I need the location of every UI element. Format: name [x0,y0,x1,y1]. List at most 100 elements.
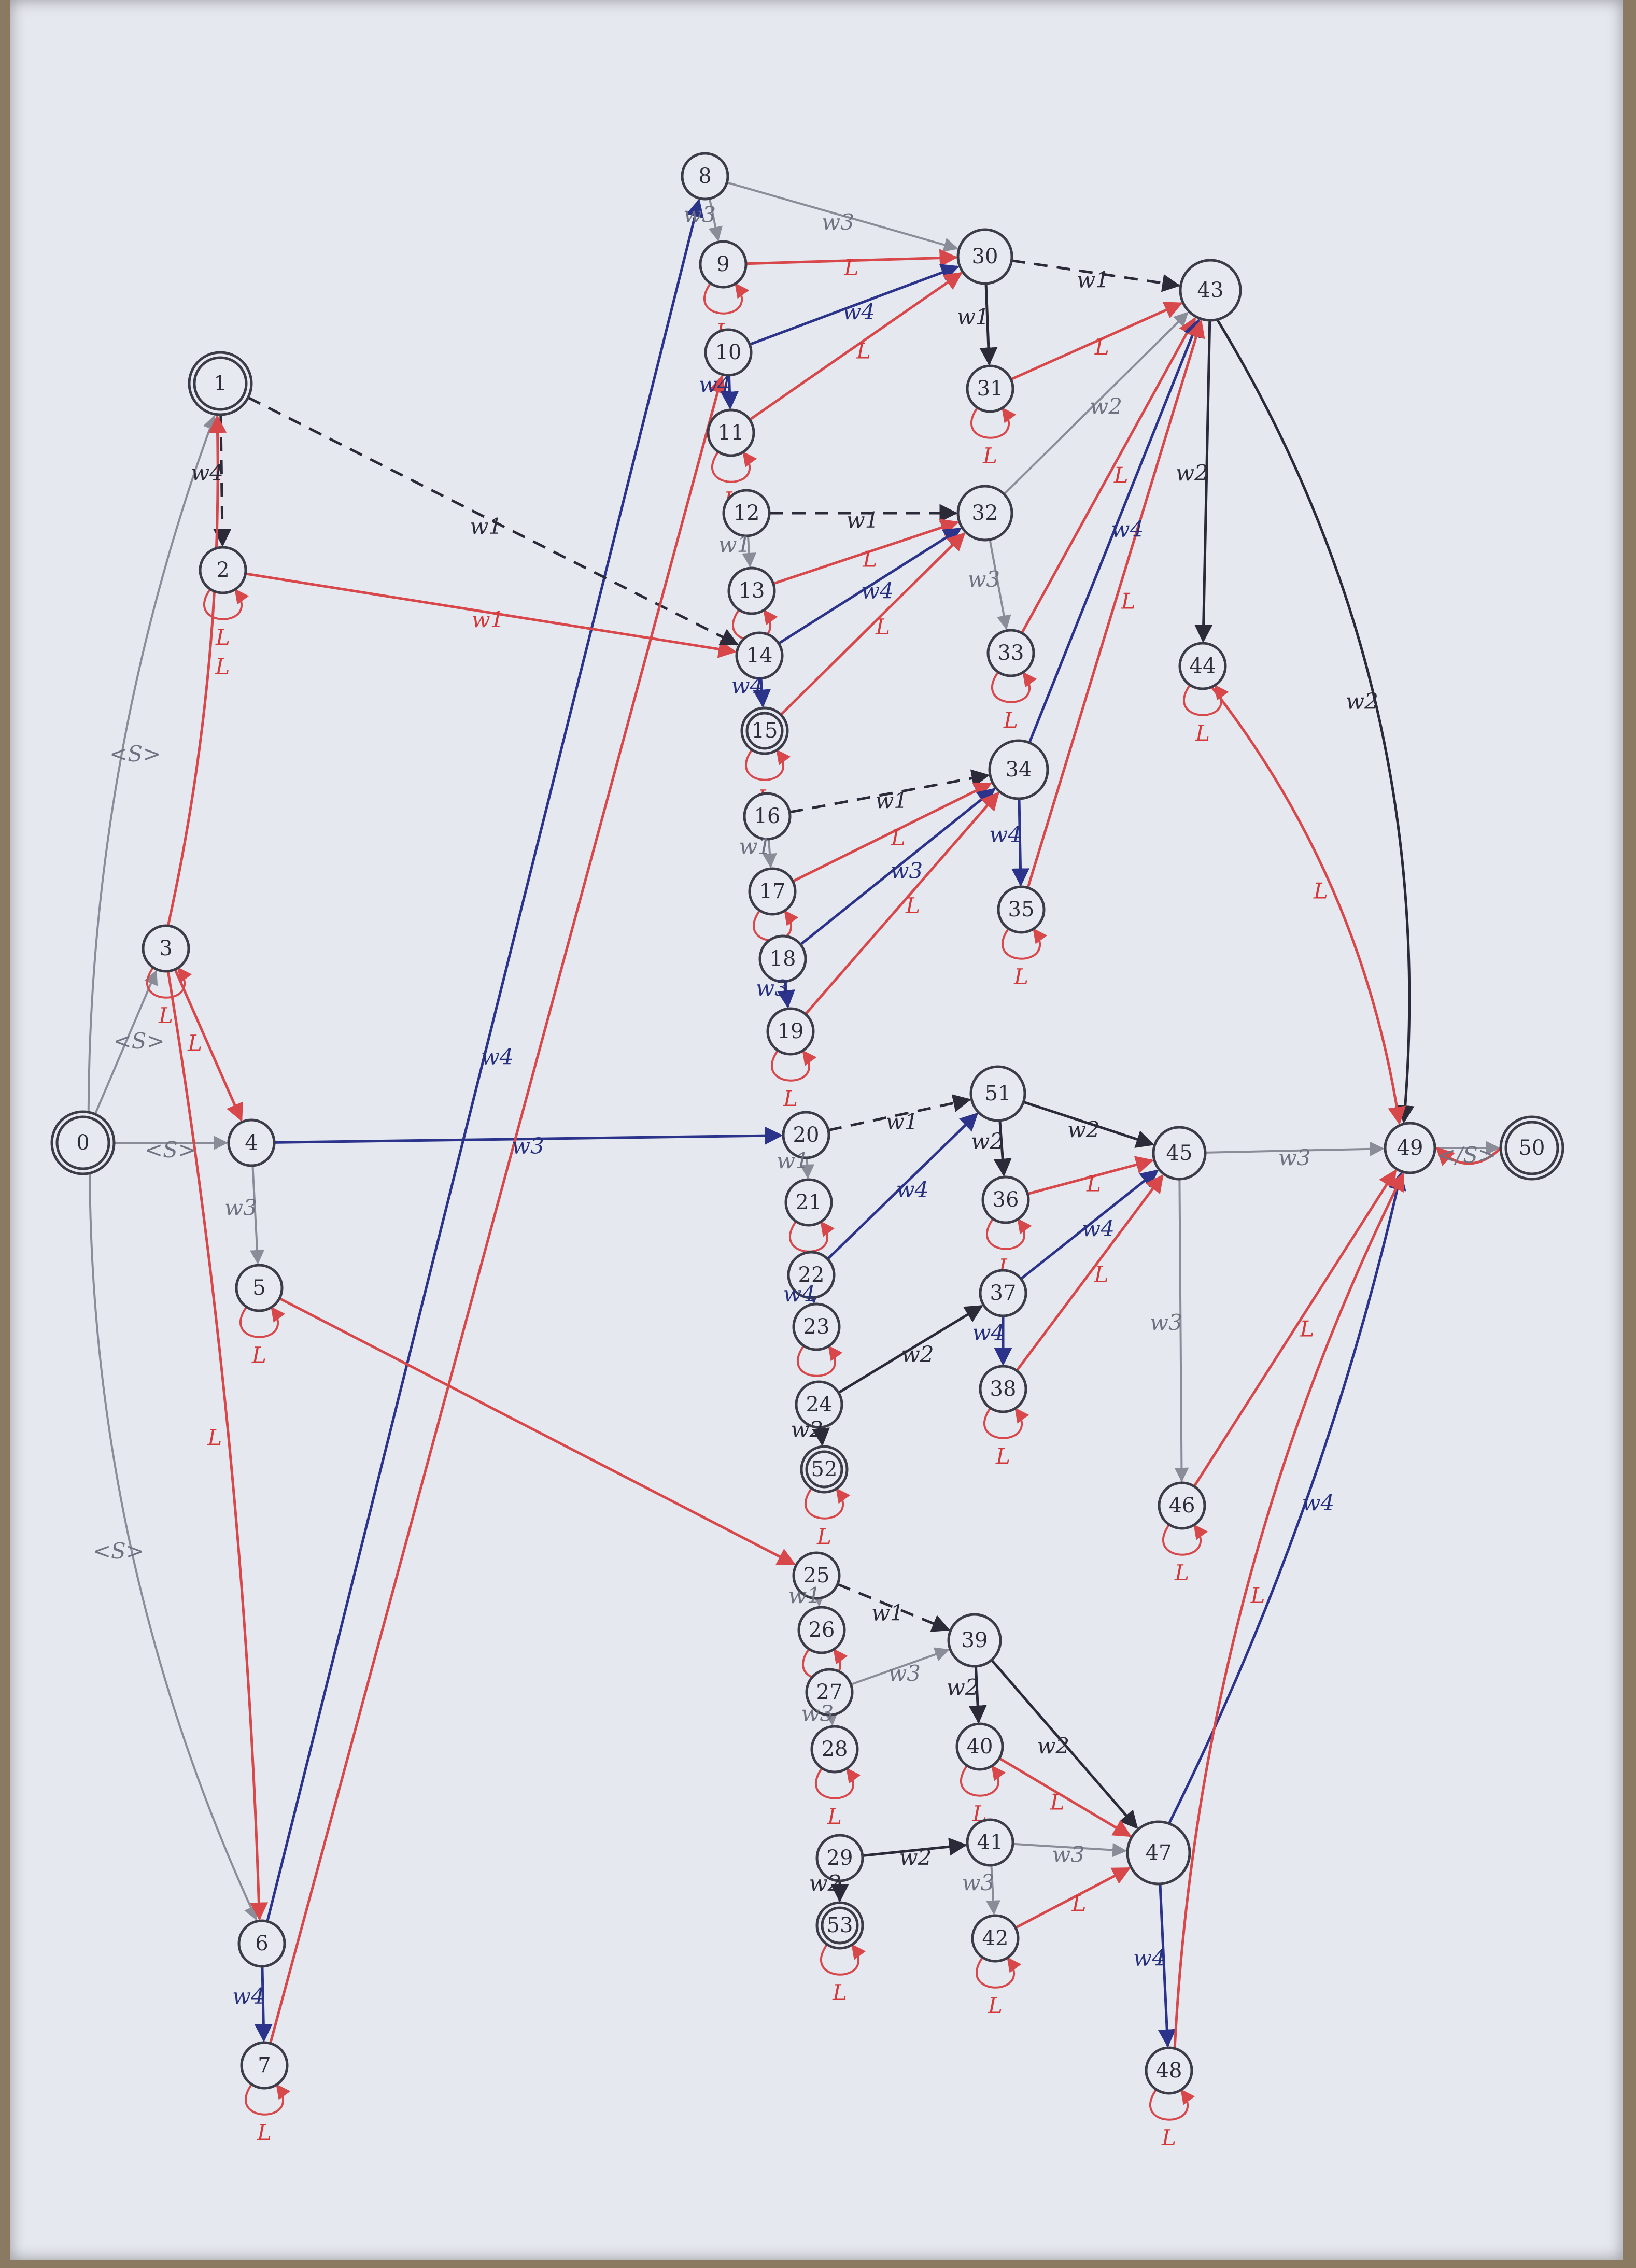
edge-label-22-to-23: w4 [783,1281,816,1307]
edge-label-4-to-20: w3 [512,1133,544,1159]
selfloop-44: L [1182,684,1229,746]
state-node-33: 33 [986,629,1035,677]
state-label-2: 2 [216,558,229,582]
state-label-44: 44 [1190,654,1216,678]
state-circle-6 [237,1919,286,1968]
state-node-42: 42 [971,1914,1020,1963]
edge-42-to-47 [1014,1867,1131,1929]
edge-51-to-36 [993,1120,1012,1177]
state-label-17: 17 [759,880,786,903]
state-circle-11 [707,408,755,457]
edge-label-24-to-37: w2 [901,1342,934,1367]
state-label-42: 42 [982,1926,1009,1950]
state-node-22: 22 [787,1251,836,1299]
state-node-2: 2 [199,546,247,594]
state-label-47: 47 [1146,1841,1172,1865]
state-node-1: 1 [188,351,253,416]
state-label-34: 34 [1006,758,1032,782]
state-node-6: 6 [237,1919,286,1968]
state-circle-38 [979,1365,1027,1413]
edge-label-6-to-7: w4 [232,1983,265,2009]
state-node-5: 5 [235,1264,284,1312]
edge-label-20-to-51: w1 [886,1109,919,1135]
edge-label-8-to-30: w3 [822,209,854,235]
edge-label-25-to-26: w1 [788,1583,821,1608]
edge-label-17-to-34: L [891,825,906,850]
edge-label-22-to-51: w4 [896,1176,929,1202]
paper-sheet: LLLLLLLLLLLLLLLLLLLLLLLLLL 0123456789101… [10,0,1623,2260]
edge-24-to-52 [812,1427,830,1447]
edge-27-to-39 [850,1647,950,1686]
state-label-7: 7 [258,2053,271,2077]
edge-label-19-to-34: L [905,893,920,918]
state-label-49: 49 [1397,1136,1423,1160]
state-circle-29 [815,1834,864,1882]
state-circle-21 [784,1178,833,1227]
selfloop-label-53: L [832,1980,847,2005]
edge-label-27-to-28: w3 [801,1701,834,1726]
state-circle-27 [805,1668,854,1717]
edge-label-41-to-42: w3 [962,1870,995,1895]
edge-30-to-31 [979,283,998,366]
state-circle-36 [981,1175,1030,1224]
state-node-47: 47 [1126,1820,1191,1886]
edge-32-to-43 [1003,311,1189,495]
state-label-8: 8 [698,164,711,188]
edge-36-to-45 [1027,1156,1154,1196]
edge-1-to-14 [247,396,739,646]
edge-label-30-to-31: w1 [957,304,990,330]
selfloop-arc-33 [991,671,1037,703]
edge-label-43-to-49: w2 [1346,688,1378,714]
state-circle-20 [782,1111,830,1159]
selfloop-label-19: L [783,1086,798,1111]
edge-label-43-to-44: w2 [1176,460,1208,486]
state-circle-39 [947,1613,1002,1668]
state-circle-18 [758,934,807,983]
state-label-11: 11 [718,421,744,445]
state-node-27: 27 [805,1668,854,1717]
selfloop-arc-15 [744,748,791,781]
edge-label-18-to-19: w3 [756,975,788,1001]
selfloop-arc-9 [703,282,750,315]
state-inner-ring-0 [55,1115,110,1170]
state-node-24: 24 [795,1380,843,1429]
state-label-48: 48 [1156,2059,1182,2082]
state-node-50: 50 [1499,1115,1564,1181]
state-label-33: 33 [998,641,1024,665]
state-node-39: 39 [947,1613,1002,1668]
state-label-30: 30 [972,245,998,268]
edge-5-to-25 [278,1297,796,1566]
selfloop-arc-42 [975,1956,1022,1989]
selfloop-arc-38 [983,1407,1029,1439]
state-node-29: 29 [815,1834,864,1882]
selfloop-5: L [239,1306,286,1368]
state-label-53: 53 [827,1913,853,1937]
edge-label-8-to-9: w3 [683,202,716,228]
state-node-19: 19 [766,1007,815,1056]
selfloop-31: L [970,406,1017,469]
edge-29-to-41 [862,1837,967,1857]
selfloop-label-46: L [1174,1560,1189,1585]
edge-17-to-34 [792,782,993,883]
state-node-36: 36 [981,1175,1030,1224]
edge-14-to-15 [753,678,771,708]
state-node-21: 21 [784,1178,833,1227]
state-node-8: 8 [681,152,729,201]
state-label-18: 18 [770,947,796,971]
state-label-37: 37 [990,1281,1017,1305]
edge-label-10-to-30: w4 [842,299,875,324]
edge-35-to-43 [1026,319,1205,888]
state-circle-2 [199,546,247,594]
edge-label-45-to-49: w3 [1278,1145,1311,1170]
edge-41-to-42 [986,1865,1001,1915]
state-circle-30 [956,228,1013,285]
edge-48-to-49 [1173,1172,1405,2049]
state-label-26: 26 [809,1618,835,1642]
state-label-12: 12 [734,501,760,525]
selfloop-arc-28 [814,1767,861,1799]
edge-11-to-30 [749,272,963,421]
selfloop-arc-44 [1182,684,1229,716]
state-node-16: 16 [743,792,792,841]
state-node-14: 14 [735,631,784,680]
edge-label-25-to-39: w1 [871,1600,904,1626]
